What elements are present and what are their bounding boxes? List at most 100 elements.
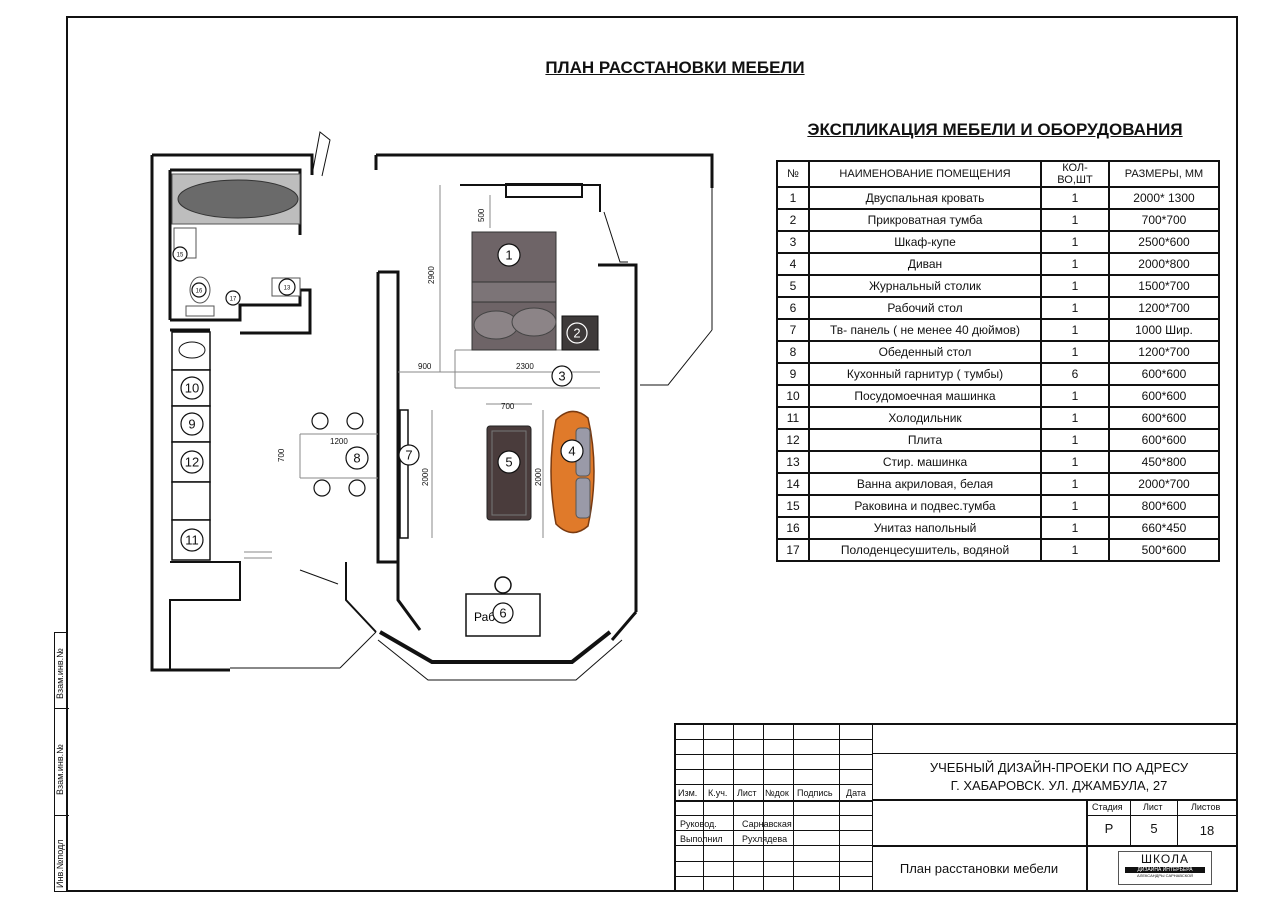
stage-value: Р: [1104, 821, 1114, 836]
col-data: Дата: [846, 788, 866, 798]
stamp-line: [872, 723, 873, 892]
cell-name: Ванна акриловая, белая: [808, 472, 1042, 496]
project-line-2: Г. ХАБАРОВСК. УЛ. ДЖАМБУЛА, 27: [950, 778, 1168, 793]
cell-size: 600*600: [1108, 362, 1220, 386]
cell-name: Кухонный гарнитур ( тумбы): [808, 362, 1042, 386]
side-cell-1: Взам.инв.№: [55, 633, 69, 709]
marker-11: 11: [185, 533, 199, 548]
stamp-line: [674, 739, 872, 740]
cell-number: 7: [776, 318, 810, 342]
col-name: НАИМЕНОВАНИЕ ПОМЕЩЕНИЯ: [808, 160, 1042, 188]
cell-qty: 1: [1040, 516, 1110, 540]
cell-size: 600*600: [1108, 428, 1220, 452]
school-logo: ШКОЛА ДИЗАЙНА ИНТЕРЬЕРА АЛЕКСАНДРЫ САРНА…: [1118, 851, 1212, 885]
cell-size: 2500*600: [1108, 230, 1220, 254]
marker-4: 4: [568, 444, 575, 459]
cell-number: 15: [776, 494, 810, 518]
cell-number: 4: [776, 252, 810, 276]
stamp-line: [763, 723, 764, 892]
partition-wall: [376, 270, 400, 564]
stamp-line: [674, 830, 872, 831]
stamp-line: [1086, 799, 1088, 892]
dim-700-left: 700: [277, 448, 286, 462]
marker-circle-5: [497, 450, 521, 474]
cell-qty: 1: [1040, 450, 1110, 474]
cell-name: Плита: [808, 428, 1042, 452]
cell-qty: 1: [1040, 274, 1110, 298]
cell-number: 9: [776, 362, 810, 386]
marker-circle-11: [180, 528, 204, 552]
balcony-window: [339, 631, 377, 669]
plan-title: ПЛАН РАССТАНОВКИ МЕБЕЛИ: [545, 58, 805, 77]
marker-3: 3: [558, 369, 565, 384]
marker-circle-10: [180, 376, 204, 400]
cell-number: 14: [776, 472, 810, 496]
balcony-wall: [345, 562, 377, 633]
cell-qty: 1: [1040, 186, 1110, 210]
cell-size: 500*600: [1108, 538, 1220, 562]
marker-5: 5: [505, 455, 512, 470]
cell-qty: 1: [1040, 428, 1110, 452]
cell-size: 1200*700: [1108, 296, 1220, 320]
door-kitchen-balcony: [299, 569, 339, 585]
marker-circle-4: [560, 439, 584, 463]
logo-main: ШКОЛА: [1141, 852, 1189, 866]
logo-author: АЛЕКСАНДРЫ САРНАВСКОЙ: [1136, 873, 1194, 878]
marker-circle-12: [180, 450, 204, 474]
marker-12: 12: [185, 455, 199, 470]
wall-north-bath: [152, 153, 314, 175]
cell-name: Прикроватная тумба: [808, 208, 1042, 232]
living-east-wall: [598, 263, 638, 612]
cell-size: 2000*800: [1108, 252, 1220, 276]
marker-circle-15: [172, 246, 188, 262]
bay-wall-e: [610, 611, 638, 641]
cell-name: Журнальный столик: [808, 274, 1042, 298]
cell-size: 1000 Шир.: [1108, 318, 1220, 342]
door-bedroom-balcony: [603, 211, 628, 263]
marker-circle-7: [398, 444, 420, 466]
dim-700-top: 700: [501, 402, 515, 411]
sheets-label: Листов: [1191, 802, 1221, 812]
marker-7: 7: [405, 448, 412, 463]
marker-circle-9: [180, 412, 204, 436]
dim-2000-left: 2000: [421, 468, 430, 486]
cell-qty: 1: [1040, 208, 1110, 232]
cell-number: 16: [776, 516, 810, 540]
cell-qty: 6: [1040, 362, 1110, 386]
drawing-frame: [66, 16, 1238, 892]
dim-2000-right: 2000: [534, 468, 543, 486]
cell-size: 1500*700: [1108, 274, 1220, 298]
marker-9: 9: [188, 417, 195, 432]
nightstand: [561, 315, 599, 351]
cell-size: 800*600: [1108, 494, 1220, 518]
marker-6: 6: [499, 606, 506, 621]
stamp-line: [674, 800, 872, 802]
cell-number: 1: [776, 186, 810, 210]
dim-900: 900: [418, 362, 432, 371]
shelf: [505, 183, 583, 198]
coffee-table-top: [491, 430, 527, 516]
pillow-left: [473, 310, 519, 340]
cell-number: 2: [776, 208, 810, 232]
cell-size: 600*600: [1108, 384, 1220, 408]
marker-2: 2: [573, 326, 580, 341]
stamp-line: [872, 753, 1238, 754]
sheet-label: Лист: [1143, 802, 1163, 812]
bathtub-basin: [177, 179, 299, 219]
cell-name: Диван: [808, 252, 1042, 276]
stamp-line: [703, 723, 704, 892]
sheet-name: План расстановки мебели: [899, 861, 1059, 876]
marker-circle-6: [492, 602, 514, 624]
table-header-row: № НАИМЕНОВАНИЕ ПОМЕЩЕНИЯ КОЛ-ВО,ШТ РАЗМЕ…: [776, 160, 1220, 188]
stamp-line: [674, 815, 872, 816]
col-qty: КОЛ-ВО,ШТ: [1040, 160, 1110, 188]
